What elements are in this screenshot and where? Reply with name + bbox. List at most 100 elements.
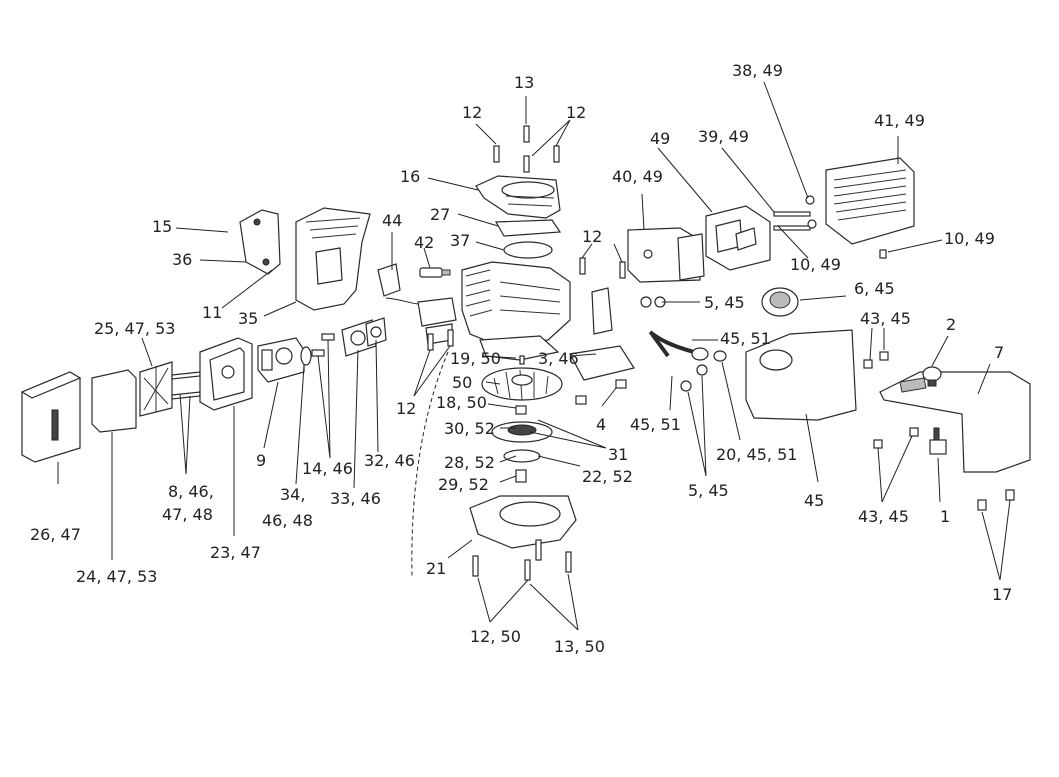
label-7: 7 <box>994 343 1004 362</box>
air-filter-base <box>199 337 253 411</box>
clutch <box>491 405 553 483</box>
label-27: 27 <box>430 205 450 224</box>
clip-plate <box>239 209 281 275</box>
label-43-45-a: 43, 45 <box>860 309 911 328</box>
label-45: 45 <box>804 491 824 510</box>
label-13: 13 <box>514 73 534 92</box>
muffler <box>705 205 771 271</box>
label-43-45-b: 43, 45 <box>858 507 909 526</box>
muffler-bracket <box>627 227 705 283</box>
engine-bracket <box>569 287 635 381</box>
assembly-line <box>411 351 449 577</box>
label-24-47-53: 24, 47, 53 <box>76 567 157 586</box>
housing-cover <box>879 371 1031 473</box>
filter-bolts <box>171 371 201 400</box>
label-33-46: 33, 46 <box>330 489 381 508</box>
label-6-45: 6, 45 <box>854 279 895 298</box>
label-21: 21 <box>426 559 446 578</box>
label-13-50: 13, 50 <box>554 637 605 656</box>
label-3-46: 3, 46 <box>538 349 579 368</box>
label-5-45-bottom: 5, 45 <box>688 481 729 500</box>
label-12-c: 12 <box>582 227 602 246</box>
flywheel-key <box>519 355 525 365</box>
label-16: 16 <box>400 167 420 186</box>
label-29-52: 29, 52 <box>438 475 489 494</box>
callout-labels: 1 2 3, 46 4 5, 45 5, 45 6, 45 7 8, 46, 4… <box>30 61 1012 656</box>
label-28-52: 28, 52 <box>444 453 495 472</box>
spacer-4 <box>575 395 587 405</box>
label-8: 8, 46, <box>168 482 214 501</box>
insulator-gasket <box>365 317 387 347</box>
carb-screws <box>311 333 335 357</box>
label-10-49-b: 10, 49 <box>790 255 841 274</box>
label-12-b: 12 <box>566 103 586 122</box>
housing-screws <box>977 489 1015 511</box>
label-41-49: 41, 49 <box>874 111 925 130</box>
label-1: 1 <box>940 507 950 526</box>
label-22-52: 22, 52 <box>582 467 633 486</box>
head-gasket <box>494 219 562 237</box>
label-30-52: 30, 52 <box>444 419 495 438</box>
washer-d <box>696 364 708 376</box>
label-15: 15 <box>152 217 172 236</box>
label-40-49: 40, 49 <box>612 167 663 186</box>
label-9: 9 <box>256 451 266 470</box>
label-44: 44 <box>382 211 402 230</box>
label-37: 37 <box>450 231 470 250</box>
fuel-cap <box>761 287 799 317</box>
flywheel <box>481 367 563 401</box>
heat-shield <box>825 157 915 245</box>
leader-lines <box>57 81 1011 631</box>
label-49: 49 <box>650 129 670 148</box>
label-34b: 46, 48 <box>262 511 313 530</box>
carb-gasket <box>300 346 312 366</box>
filter-element <box>91 369 137 433</box>
label-45-51-b: 45, 51 <box>630 415 681 434</box>
label-50: 50 <box>452 373 472 392</box>
cylinder-cover <box>475 175 561 219</box>
label-12-d: 12 <box>396 399 416 418</box>
label-25-47-53: 25, 47, 53 <box>94 319 175 338</box>
spacer <box>503 241 553 259</box>
label-35: 35 <box>238 309 258 328</box>
label-8b: 47, 48 <box>162 505 213 524</box>
washer-a <box>640 296 652 308</box>
fuel-line-b <box>650 332 670 358</box>
carburetor <box>257 337 305 383</box>
air-filter-cover <box>20 371 82 463</box>
label-36: 36 <box>172 250 192 269</box>
clutch-housing <box>469 495 577 549</box>
label-19-50: 19, 50 <box>450 349 501 368</box>
spark-plug <box>419 267 451 278</box>
tank-screws <box>863 351 919 449</box>
spark-plug-boot <box>377 263 401 297</box>
top-bolts <box>427 125 626 351</box>
washer-c <box>680 380 692 392</box>
label-5-45-top: 5, 45 <box>704 293 745 312</box>
label-12-50: 12, 50 <box>470 627 521 646</box>
label-14-46: 14, 46 <box>302 459 353 478</box>
spacer-4b <box>615 379 627 389</box>
label-39-49: 39, 49 <box>698 127 749 146</box>
label-32-46: 32, 46 <box>364 451 415 470</box>
label-20-45-51: 20, 45, 51 <box>716 445 797 464</box>
primer-bulb <box>922 366 942 387</box>
stop-switch <box>929 427 947 455</box>
label-17: 17 <box>992 585 1012 604</box>
label-10-49-a: 10, 49 <box>944 229 995 248</box>
shield-screw <box>879 249 887 259</box>
label-2: 2 <box>946 315 956 334</box>
engine-block <box>461 261 571 361</box>
label-38-49: 38, 49 <box>732 61 783 80</box>
label-11: 11 <box>202 303 222 322</box>
label-18-50: 18, 50 <box>436 393 487 412</box>
fuel-grommet <box>691 347 709 361</box>
label-12-a: 12 <box>462 103 482 122</box>
label-31: 31 <box>608 445 628 464</box>
filter-screen <box>139 361 173 417</box>
label-45-51-a: 45, 51 <box>720 329 771 348</box>
label-23-47: 23, 47 <box>210 543 261 562</box>
label-26-47: 26, 47 <box>30 525 81 544</box>
